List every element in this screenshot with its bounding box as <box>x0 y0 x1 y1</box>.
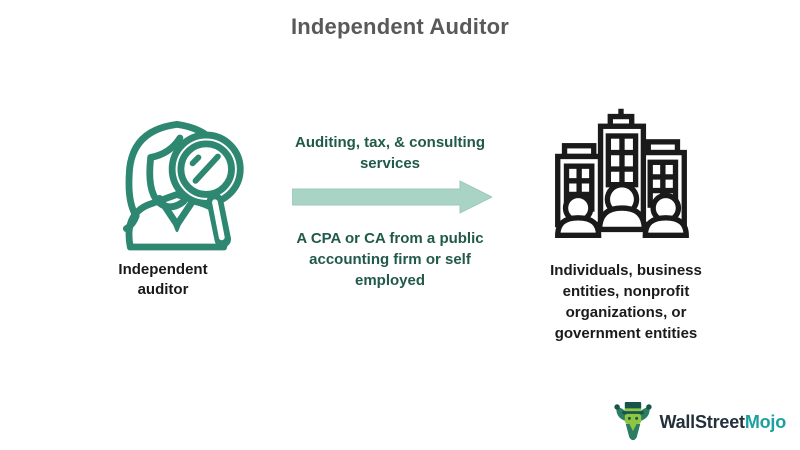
organizations-buildings-people-icon <box>555 108 689 238</box>
auditor-figure <box>104 95 250 255</box>
right-arrow <box>291 180 494 214</box>
right-arrow-icon <box>291 180 494 214</box>
services-text: Auditing, tax, & consulting services <box>295 134 485 172</box>
cpa-text: A CPA or CA from a public accounting fir… <box>296 230 484 289</box>
logo-wordmark: WallStreetMojo <box>659 412 786 433</box>
wallstreetmojo-mascot-icon <box>614 402 653 441</box>
clients-label: Individuals, business entities, nonprofi… <box>550 262 702 342</box>
clients-figure <box>548 102 694 244</box>
auditor-woman-magnifier-icon <box>122 120 244 251</box>
auditor-label: Independent auditor <box>118 261 208 298</box>
page-title: Independent Auditor <box>290 14 510 39</box>
logo-text-primary: WallStreet <box>659 411 745 432</box>
logo-text-accent: Mojo <box>744 411 786 432</box>
wallstreetmojo-logo: WallStreetMojo <box>613 401 786 443</box>
